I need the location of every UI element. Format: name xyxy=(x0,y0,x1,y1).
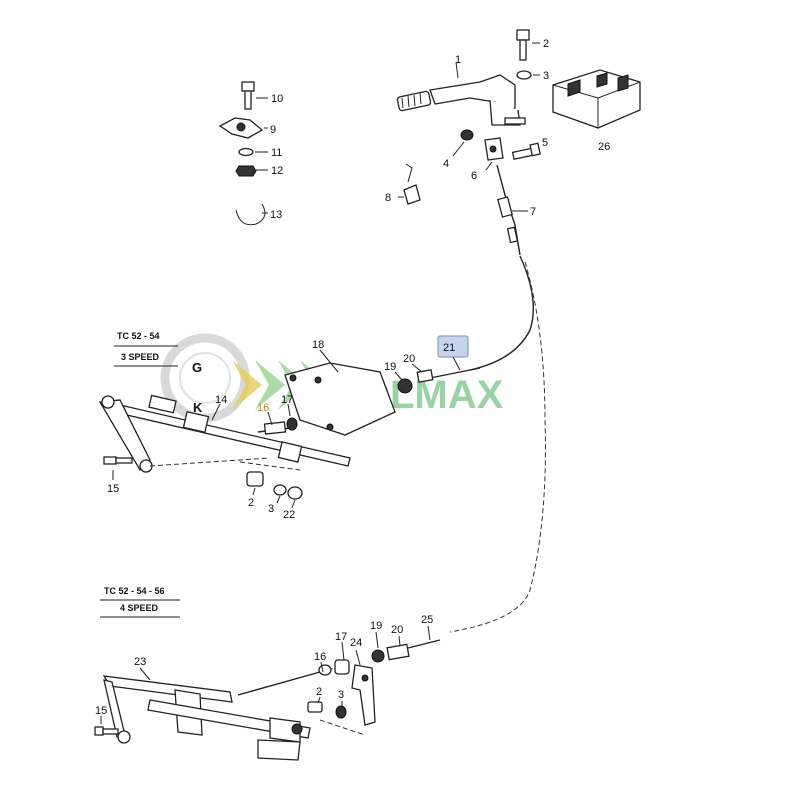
callout-26: 26 xyxy=(598,141,610,153)
shift-cable xyxy=(469,255,535,371)
callout-16-4speed: 16 xyxy=(314,651,326,663)
callout-11: 11 xyxy=(271,147,282,159)
callout-9: 9 xyxy=(270,124,276,136)
callout-13: 13 xyxy=(270,209,282,221)
callout-3: 3 xyxy=(543,70,549,82)
section-model-3speed: TC 52 - 54 xyxy=(117,331,160,341)
callout-21-highlight: 21 xyxy=(437,335,469,358)
callout-3-4speed: 3 xyxy=(338,689,344,701)
cable-path-dashed xyxy=(449,261,546,633)
callout-22: 22 xyxy=(283,509,295,521)
section-header-3-speed: TC 52 - 54 3 SPEED xyxy=(114,331,178,367)
callout-15-4speed: 15 xyxy=(95,705,107,717)
callout-24: 24 xyxy=(350,637,362,649)
callout-7: 7 xyxy=(530,206,536,218)
callout-3-3speed: 3 xyxy=(268,503,274,515)
callout-15: 15 xyxy=(107,483,119,495)
section-header-4-speed: TC 52 - 54 - 56 4 SPEED xyxy=(100,586,180,618)
section-speed-4speed: 4 SPEED xyxy=(120,603,159,613)
callout-10: 10 xyxy=(271,93,283,105)
callout-2-3speed: 2 xyxy=(248,497,254,509)
callout-2: 2 xyxy=(543,38,549,50)
badge-letter-g: G xyxy=(192,360,202,375)
section-model-4speed: TC 52 - 54 - 56 xyxy=(104,586,165,596)
callout-4: 4 xyxy=(443,158,449,170)
callout-19: 19 xyxy=(384,361,396,373)
badge-letter-k: K xyxy=(193,400,203,415)
callout-6: 6 xyxy=(471,170,477,182)
section-speed-3speed: 3 SPEED xyxy=(121,352,160,362)
callout-16: 16 xyxy=(257,402,269,414)
callout-19-4speed: 19 xyxy=(370,620,382,632)
callout-labels: 1 2 3 4 5 6 7 8 10 9 11 12 13 26 18 19 2… xyxy=(95,38,610,717)
callout-23: 23 xyxy=(134,656,146,668)
callout-2-4speed: 2 xyxy=(316,686,322,698)
four-speed-assembly xyxy=(94,625,441,761)
callout-17-4speed: 17 xyxy=(335,631,347,643)
callout-25: 25 xyxy=(421,614,433,626)
callout-20-4speed: 20 xyxy=(391,624,403,636)
clamp-parts-column xyxy=(218,81,268,226)
callout-5: 5 xyxy=(542,137,548,149)
hand-lever-assembly xyxy=(396,29,641,256)
callout-17: 17 xyxy=(281,394,293,406)
callout-8: 8 xyxy=(385,192,391,204)
callout-1: 1 xyxy=(455,54,461,66)
three-speed-assembly xyxy=(98,349,481,509)
gear-logo-icon: G K xyxy=(160,333,250,423)
callout-14: 14 xyxy=(215,394,227,406)
callout-21: 21 xyxy=(443,342,455,354)
callout-12: 12 xyxy=(271,165,283,177)
callout-20: 20 xyxy=(403,353,415,365)
callout-18: 18 xyxy=(312,339,324,351)
